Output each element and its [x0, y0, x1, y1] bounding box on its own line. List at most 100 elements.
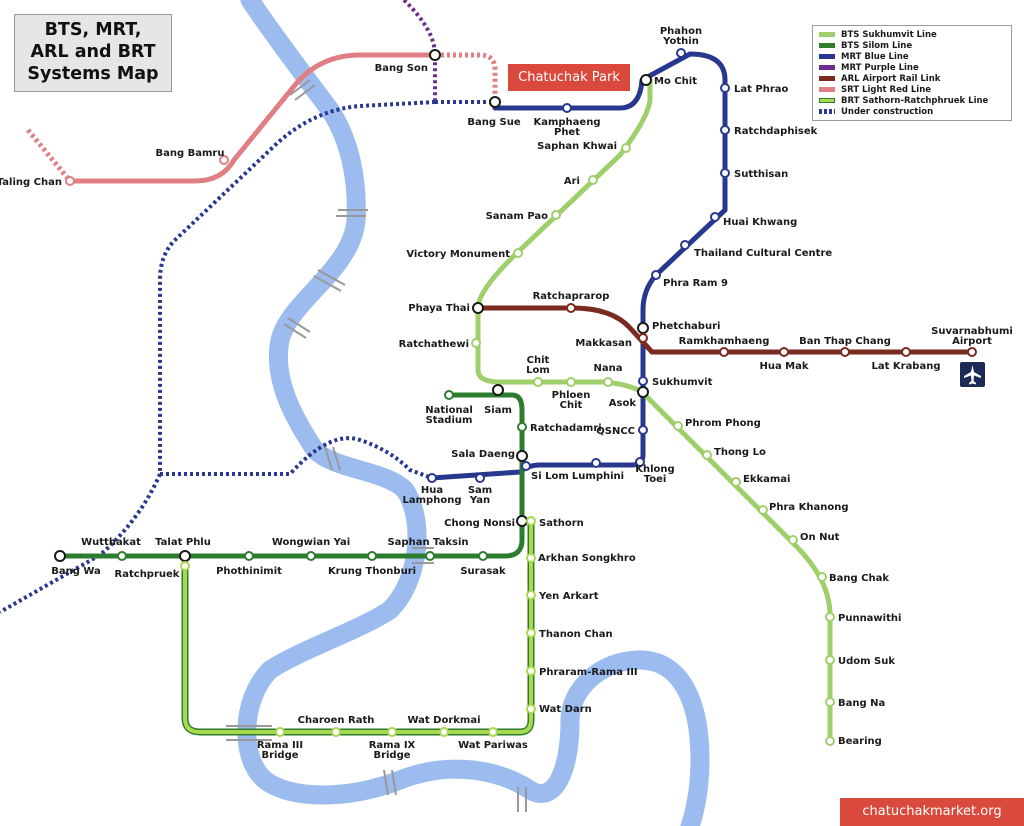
station-marker-saphan-khwai[interactable]	[621, 143, 631, 153]
station-marker-ratchpruek[interactable]	[180, 561, 190, 571]
station-marker-ratchadamri[interactable]	[517, 422, 527, 432]
station-marker-ratchathewi[interactable]	[471, 338, 481, 348]
interchange-marker-talat-phlu[interactable]	[179, 550, 191, 562]
station-label-ekkamai: Ekkamai	[743, 474, 790, 485]
srt-light-red-construction	[26, 128, 72, 183]
station-marker-ekkamai[interactable]	[731, 477, 741, 487]
interchange-marker-sala-daeng[interactable]	[516, 450, 528, 462]
station-marker-phraram-rama-iii[interactable]	[526, 666, 536, 676]
station-marker-phra-ram-9[interactable]	[651, 270, 661, 280]
station-marker-phrom-phong[interactable]	[673, 421, 683, 431]
station-marker-phothinimit[interactable]	[244, 551, 254, 561]
station-marker-hua-lamphong[interactable]	[427, 473, 437, 483]
station-marker-wutthakat[interactable]	[117, 551, 127, 561]
station-marker-sutthisan[interactable]	[720, 168, 730, 178]
station-marker-yen-arkart[interactable]	[526, 590, 536, 600]
station-marker-kamphaeng-phet[interactable]	[562, 103, 572, 113]
station-marker-victory-monument[interactable]	[513, 248, 523, 258]
station-marker-hua-mak[interactable]	[779, 347, 789, 357]
station-marker-national-stadium[interactable]	[444, 390, 454, 400]
interchange-marker-bang-wa[interactable]	[54, 550, 66, 562]
station-marker-phra-khanong[interactable]	[758, 505, 768, 515]
station-marker-thanon-chan[interactable]	[526, 628, 536, 638]
station-marker-saphan-taksin[interactable]	[425, 551, 435, 561]
station-marker-arkhan-songkhro[interactable]	[526, 553, 536, 563]
station-label-line: Chit	[560, 400, 583, 411]
station-marker-sathorn[interactable]	[526, 516, 536, 526]
legend-swatch	[819, 65, 835, 70]
station-marker-krung-thonburi[interactable]	[367, 551, 377, 561]
station-label-line: Thailand Cultural Centre	[694, 248, 832, 259]
station-marker-lat-phrao[interactable]	[720, 83, 730, 93]
station-label-sala-daeng: Sala Daeng	[451, 449, 515, 460]
station-marker-wat-pariwas[interactable]	[488, 727, 498, 737]
station-marker-nana[interactable]	[603, 377, 613, 387]
station-marker-ratchdaphisek[interactable]	[720, 125, 730, 135]
station-label-line: Ratchadamri	[530, 423, 602, 434]
legend-swatch	[819, 76, 835, 81]
station-marker-sanam-pao[interactable]	[551, 210, 561, 220]
station-marker-ban-thap-chang[interactable]	[840, 347, 850, 357]
interchange-marker-mo-chit[interactable]	[640, 74, 652, 86]
station-marker-ari[interactable]	[588, 175, 598, 185]
station-label-line: Phothinimit	[216, 566, 282, 577]
station-marker-sukhumvit[interactable]	[638, 376, 648, 386]
station-marker-suvarnabhumi-airport[interactable]	[967, 347, 977, 357]
station-marker-huai-khwang[interactable]	[710, 212, 720, 222]
station-label-line: Wat Pariwas	[458, 740, 528, 751]
station-marker-rama-ix-bridge[interactable]	[387, 727, 397, 737]
interchange-marker-chong-nonsi[interactable]	[516, 515, 528, 527]
station-marker-qsncc[interactable]	[638, 425, 648, 435]
station-marker-lat-krabang[interactable]	[901, 347, 911, 357]
station-marker-taling-chan[interactable]	[65, 176, 75, 186]
interchange-marker-bang-son[interactable]	[429, 49, 441, 61]
station-marker-thong-lo[interactable]	[702, 450, 712, 460]
station-marker-sam-yan[interactable]	[475, 473, 485, 483]
station-marker-chit-lom[interactable]	[533, 377, 543, 387]
station-marker-charoen-rath[interactable]	[331, 727, 341, 737]
station-marker-surasak[interactable]	[478, 551, 488, 561]
station-marker-on-nut[interactable]	[788, 535, 798, 545]
station-marker-makkasan[interactable]	[638, 333, 648, 343]
station-label-siam: Siam	[484, 405, 512, 416]
station-marker-phloen-chit[interactable]	[566, 377, 576, 387]
station-label-line: Siam	[484, 405, 512, 416]
station-label-charoen-rath: Charoen Rath	[298, 715, 375, 726]
station-marker-bearing[interactable]	[825, 736, 835, 746]
station-marker-udom-suk[interactable]	[825, 655, 835, 665]
station-marker-bang-chak[interactable]	[817, 572, 827, 582]
interchange-marker-phaya-thai[interactable]	[472, 302, 484, 314]
station-marker-si-lom[interactable]	[521, 461, 531, 471]
interchange-marker-asok[interactable]	[637, 386, 649, 398]
interchange-marker-phetchaburi[interactable]	[637, 322, 649, 334]
station-marker-bang-bamru[interactable]	[219, 155, 229, 165]
chatuchak-park-banner[interactable]: Chatuchak Park	[508, 64, 630, 91]
station-marker-thailand-cultural-centre[interactable]	[680, 240, 690, 250]
station-marker-lumphini[interactable]	[591, 458, 601, 468]
station-marker-wongwian-yai[interactable]	[306, 551, 316, 561]
station-label-sathorn: Sathorn	[539, 518, 584, 529]
station-marker-khlong-toei[interactable]	[635, 457, 645, 467]
interchange-marker-bang-sue[interactable]	[489, 96, 501, 108]
station-marker-rama-iii-bridge[interactable]	[275, 727, 285, 737]
station-marker-punnawithi[interactable]	[825, 612, 835, 622]
interchange-marker-siam[interactable]	[492, 384, 504, 396]
station-marker-phahon-yothin[interactable]	[676, 48, 686, 58]
station-label-phrom-phong: Phrom Phong	[685, 418, 761, 429]
station-label-line: Hua Mak	[759, 361, 808, 372]
station-label-sukhumvit: Sukhumvit	[652, 377, 713, 388]
station-label-wat-pariwas: Wat Pariwas	[458, 740, 528, 751]
station-marker-wat-dorkmai[interactable]	[439, 727, 449, 737]
station-label-huai-khwang: Huai Khwang	[723, 217, 797, 228]
website-banner[interactable]: chatuchakmarket.org	[840, 798, 1024, 826]
station-marker-ratchaprarop[interactable]	[566, 303, 576, 313]
station-label-line: Bang Wa	[51, 566, 101, 577]
station-marker-wat-darn[interactable]	[526, 704, 536, 714]
srt-light-red-construction-2	[435, 52, 498, 102]
station-marker-bang-na[interactable]	[825, 697, 835, 707]
station-marker-ramkhamhaeng[interactable]	[719, 347, 729, 357]
station-label-makkasan: Makkasan	[575, 338, 632, 349]
station-label-lat-phrao: Lat Phrao	[734, 84, 789, 95]
